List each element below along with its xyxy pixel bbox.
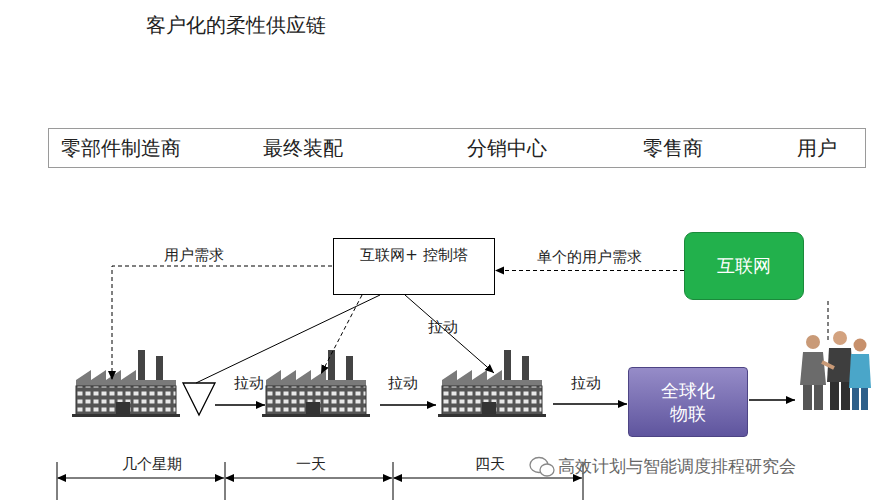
node-text: 全球化 物联 [651, 379, 725, 426]
flow-label: 拉动 [388, 374, 418, 393]
diagram-title: 客户化的柔性供应链 [146, 12, 326, 39]
node-text: 分销中心 [467, 135, 547, 161]
control-tower-box: 互联网+ 控制塔 [333, 238, 495, 295]
internet-box: 互联网 [684, 232, 804, 300]
duration-label: 几个星期 [122, 455, 182, 474]
node-text: 最终装配 [263, 135, 343, 161]
flow-label: 拉动 [428, 318, 458, 337]
edge-label: 单个的用户需求 [537, 248, 642, 267]
flow-label: 拉动 [234, 374, 264, 393]
logistics-box: 全球化 物联 [628, 367, 748, 437]
node-text: 互联网+ 控制塔 [334, 246, 494, 266]
node-text: 互联网 [717, 254, 771, 277]
stage-band: 零部件制造商 最终装配 分销中心 零售商 用户 [48, 128, 866, 168]
dashed-connector [495, 270, 684, 271]
flow-label: 拉动 [571, 374, 601, 393]
node-text: 零售商 [643, 135, 703, 161]
node-text: 零部件制造商 [61, 135, 181, 161]
node-text: 用户 [797, 135, 837, 161]
duration-label: 一天 [296, 455, 326, 474]
flow-label: 用户需求 [164, 246, 224, 265]
watermark: 高效计划与智能调度排程研究会 [558, 455, 796, 478]
duration-label: 四天 [475, 455, 505, 474]
